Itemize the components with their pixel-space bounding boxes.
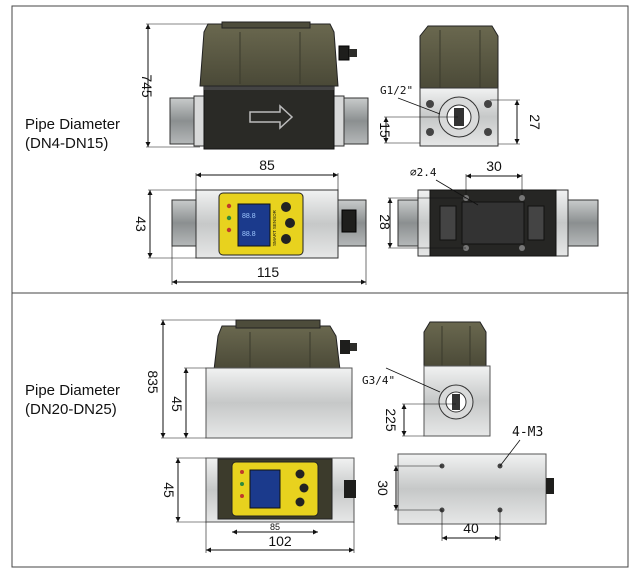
bottom-front-view xyxy=(205,457,356,523)
flow-arrow-icon xyxy=(249,104,294,130)
dim-bottom-height-total: 835 xyxy=(145,370,161,394)
bottom-label-line1: Pipe Diameter xyxy=(25,382,120,399)
bottom-label-line2: (DN20-DN25) xyxy=(25,401,117,418)
dim-bottom-height-body: 45 xyxy=(169,396,185,412)
dim-top-hole: ∅2.4 xyxy=(410,166,437,179)
top-label-line2: (DN4-DN15) xyxy=(25,135,108,152)
top-section-view xyxy=(397,189,599,257)
svg-text:88.8: 88.8 xyxy=(242,231,256,238)
dim-bottom-225: 225 xyxy=(383,408,399,432)
svg-text:88.8: 88.8 xyxy=(242,213,256,220)
bottom-side-view xyxy=(205,319,357,439)
dim-top-width: 85 xyxy=(259,157,275,173)
sensor-brand: SMART SENSOR xyxy=(272,209,277,246)
dim-top-15: 15 xyxy=(377,122,393,138)
frame-bottom xyxy=(11,292,629,568)
dim-top-height-front: 43 xyxy=(133,216,149,232)
sensor-down-button xyxy=(281,234,291,244)
dim-bottom-length: 102 xyxy=(268,533,292,549)
dim-top-thread: G1/2" xyxy=(380,84,413,97)
top-label-line1: Pipe Diameter xyxy=(25,116,120,133)
top-front-view: 88.8 88.8 SMART SENSOR xyxy=(171,189,367,259)
dim-bottom-height-front: 45 xyxy=(161,482,177,498)
bottom-end-view xyxy=(423,321,491,437)
sensor-set-button xyxy=(285,218,295,228)
dim-top-27: 27 xyxy=(527,114,543,130)
dim-top-28: 28 xyxy=(377,214,393,230)
bottom-top-view xyxy=(397,453,554,525)
dim-top-length: 115 xyxy=(257,264,280,280)
sensor-screen xyxy=(237,203,271,247)
top-end-view xyxy=(419,25,499,147)
top-side-view xyxy=(169,21,369,150)
dim-top-height-side: 745 xyxy=(139,74,155,98)
dim-bottom-40: 40 xyxy=(463,520,479,536)
dim-bottom-thread: G3/4" xyxy=(362,374,395,387)
dim-bottom-30: 30 xyxy=(375,480,391,496)
dim-bottom-screws: 4-M3 xyxy=(512,425,543,440)
dim-bottom-width-display: 85 xyxy=(270,522,280,532)
sensor-up-button xyxy=(281,202,291,212)
dim-top-30: 30 xyxy=(486,158,502,174)
